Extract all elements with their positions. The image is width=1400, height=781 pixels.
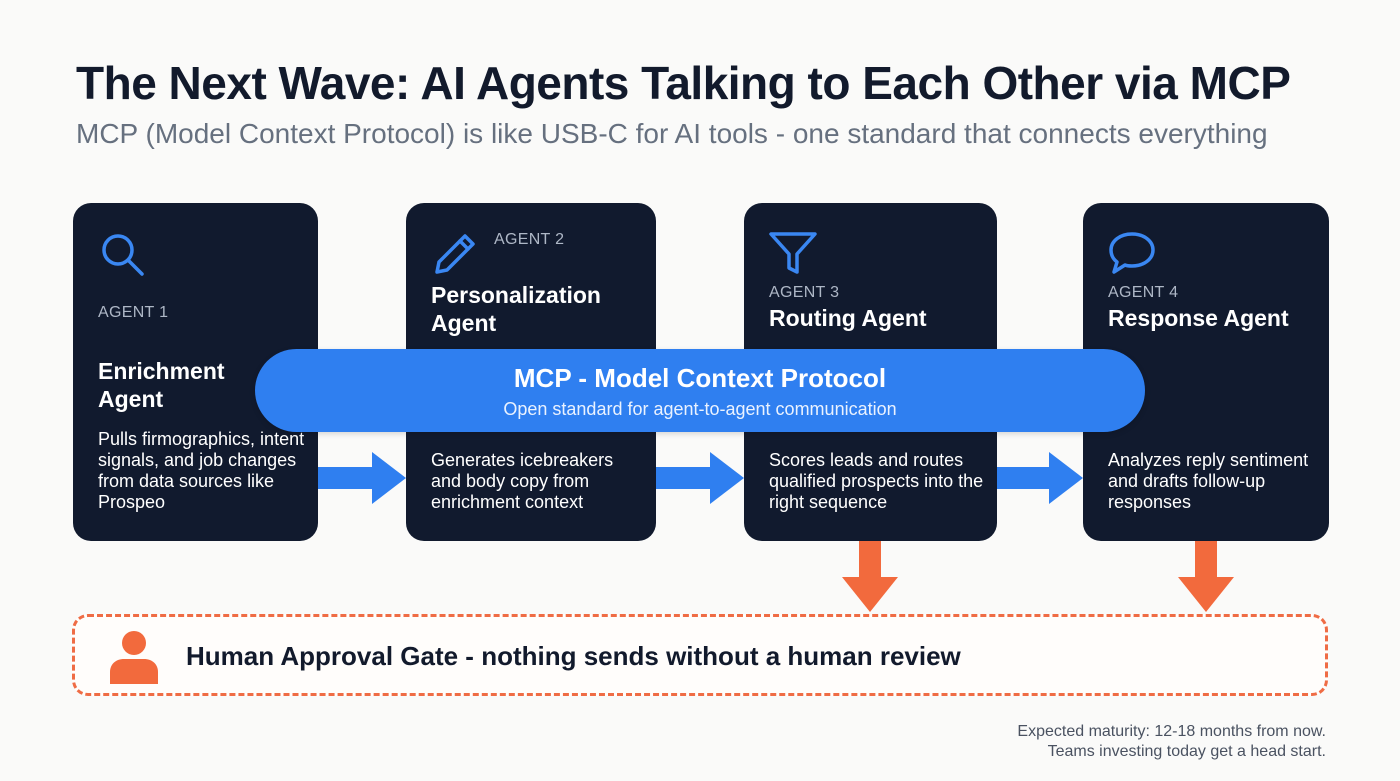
funnel-icon <box>767 228 819 280</box>
agent-number: AGENT 4 <box>1108 284 1179 301</box>
agent-number: AGENT 3 <box>769 284 840 301</box>
down-arrow-routing <box>842 541 898 612</box>
agent-name: Response Agent <box>1108 305 1289 331</box>
agent-description: Pulls firmographics, intent signals, and… <box>98 429 305 512</box>
page-title: The Next Wave: AI Agents Talking to Each… <box>76 57 1291 109</box>
agent-description: Scores leads and routes qualified prospe… <box>769 450 984 512</box>
agent-name: Personalization Agent <box>431 282 601 336</box>
flow-arrow-2-3 <box>656 452 744 504</box>
magnifier-icon <box>96 228 148 280</box>
person-icon <box>108 630 160 684</box>
agent-description: Analyzes reply sentiment and drafts foll… <box>1108 450 1309 512</box>
flow-arrow-1-2 <box>318 452 406 504</box>
agent-number: AGENT 1 <box>98 304 169 321</box>
mcp-subtitle: Open standard for agent-to-agent communi… <box>503 399 897 419</box>
human-approval-gate: Human Approval Gate - nothing sends with… <box>72 614 1328 696</box>
agent-description: Generates icebreakers and body copy from… <box>431 450 614 512</box>
agent-name: Enrichment Agent <box>98 358 225 412</box>
pencil-icon <box>429 228 481 280</box>
agent-number: AGENT 2 <box>494 231 565 248</box>
maturity-line-2: Teams investing today get a head start. <box>1047 743 1326 760</box>
maturity-note: Expected maturity: 12-18 months from now… <box>1017 722 1326 762</box>
agent-name: Routing Agent <box>769 305 927 331</box>
mcp-title: MCP - Model Context Protocol <box>513 363 887 393</box>
gate-label: Human Approval Gate - nothing sends with… <box>186 641 961 671</box>
flow-arrow-3-4 <box>997 452 1083 504</box>
page-subtitle: MCP (Model Context Protocol) is like USB… <box>76 118 1268 149</box>
speech-bubble-icon <box>1106 228 1158 280</box>
maturity-line-1: Expected maturity: 12-18 months from now… <box>1017 723 1326 740</box>
mcp-protocol-bar: MCP - Model Context Protocol Open standa… <box>255 349 1145 432</box>
down-arrow-response <box>1178 541 1234 612</box>
